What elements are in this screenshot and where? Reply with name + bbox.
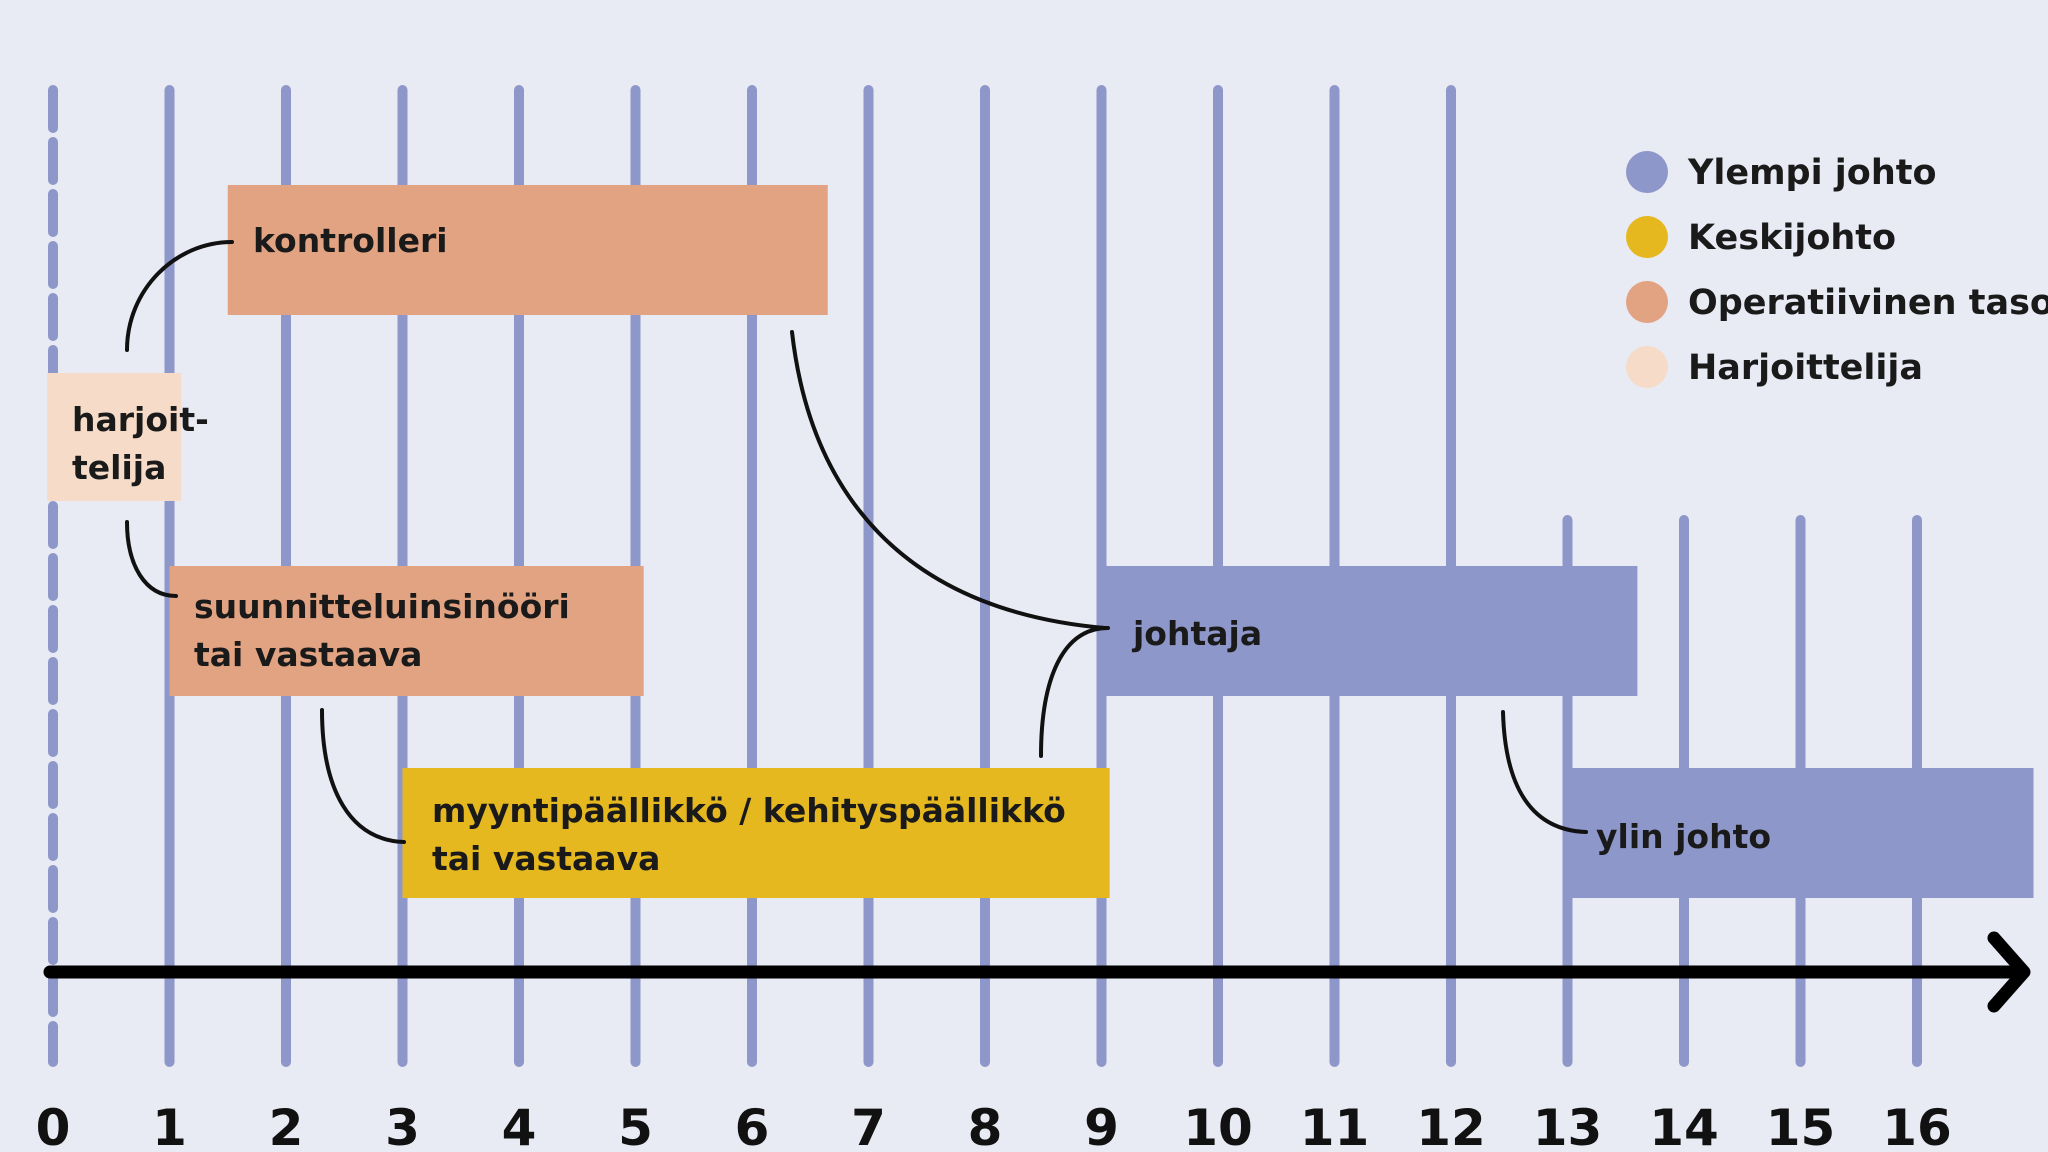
- tick-label-14: 14: [1649, 1099, 1719, 1152]
- connector-suunnitteluinsinoori-myyntipaallikko: [320, 708, 406, 844]
- tick-label-5: 5: [618, 1099, 653, 1152]
- legend-label-ylempi: Ylempi johto: [1687, 153, 1937, 193]
- tick-label-9: 9: [1084, 1099, 1119, 1152]
- role-label-harjoittelija-line-1: harjoit-: [72, 400, 209, 439]
- role-bars: harjoit-telija kontrolleri suunnitteluinsi…: [47, 185, 2034, 898]
- role-label-suunnitteluinsinoori-line-1: suunnitteluinsinööri: [194, 587, 570, 626]
- tick-label-4: 4: [502, 1099, 537, 1152]
- connector-johtaja-ylin-johto: [1501, 710, 1588, 834]
- tick-label-2: 2: [269, 1099, 304, 1152]
- role-label-harjoittelija-line-2: telija: [72, 448, 166, 487]
- role-label-myyntipaallikko-line-1: myyntipäällikkö / kehityspäällikkö: [432, 791, 1066, 830]
- role-label-kontrolleri-line-1: kontrolleri: [253, 221, 448, 260]
- time-axis-arrowhead: [1987, 931, 2031, 1013]
- connector-kontrolleri-johtaja: [790, 330, 1107, 630]
- role-bar-harjoittelija: [47, 373, 182, 501]
- connector-harjoittelija-suunnitteluinsinoori: [125, 520, 178, 598]
- legend-swatch-operatiivinen: [1626, 281, 1668, 323]
- tick-label-0: 0: [36, 1099, 71, 1152]
- legend-swatch-harjoittelija: [1626, 346, 1668, 388]
- tick-label-16: 16: [1882, 1099, 1952, 1152]
- role-label-suunnitteluinsinoori-line-2: tai vastaava: [194, 635, 422, 674]
- role-label-ylin-johto-line-1: ylin johto: [1596, 817, 1771, 856]
- role-bar-kontrolleri: [227, 185, 828, 315]
- time-axis: [43, 931, 2031, 1013]
- connector-myyntipaallikko-johtaja: [1039, 626, 1110, 758]
- tick-label-8: 8: [968, 1099, 1003, 1152]
- career-connectors: [125, 240, 1588, 844]
- tick-label-6: 6: [735, 1099, 770, 1152]
- tick-label-12: 12: [1416, 1099, 1486, 1152]
- connector-harjoittelija-kontrolleri: [125, 240, 234, 352]
- tick-label-10: 10: [1183, 1099, 1253, 1152]
- role-bar-ylin-johto: [1567, 768, 2034, 898]
- role-bar-johtaja: [1101, 566, 1638, 696]
- role-bar-myyntipaallikko: [402, 768, 1110, 898]
- tick-label-11: 11: [1300, 1099, 1370, 1152]
- legend-swatch-keski: [1626, 216, 1668, 258]
- legend-swatch-ylempi: [1626, 151, 1668, 193]
- tick-label-13: 13: [1533, 1099, 1603, 1152]
- legend-label-harjoittelija: Harjoittelija: [1688, 348, 1923, 388]
- tick-label-15: 15: [1766, 1099, 1836, 1152]
- role-label-johtaja-line-1: johtaja: [1131, 614, 1262, 653]
- tick-label-1: 1: [152, 1099, 187, 1152]
- legend-label-keski: Keskijohto: [1688, 218, 1896, 258]
- tick-label-7: 7: [851, 1099, 886, 1152]
- legend-label-operatiivinen: Operatiivinen taso: [1688, 283, 2048, 323]
- role-bar-suunnitteluinsinoori: [169, 566, 644, 696]
- tick-label-3: 3: [385, 1099, 420, 1152]
- role-label-myyntipaallikko-line-2: tai vastaava: [432, 839, 660, 878]
